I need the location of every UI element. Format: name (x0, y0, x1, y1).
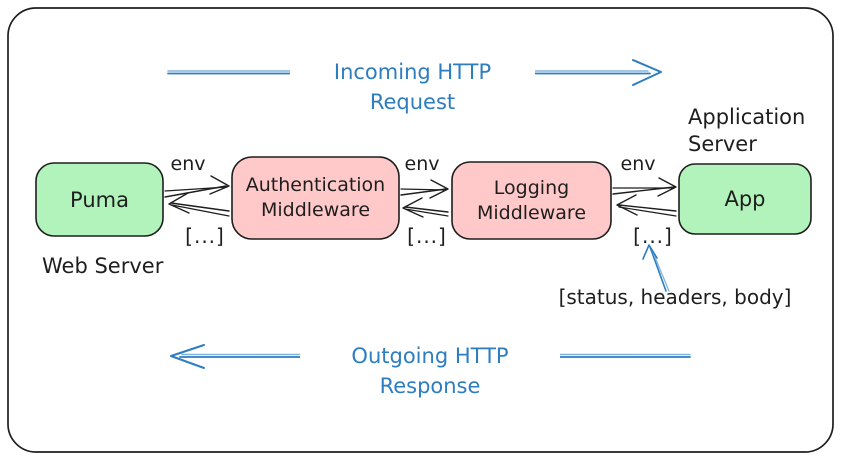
edge-logging-app (612, 177, 677, 217)
web-server-caption: Web Server (42, 254, 164, 278)
outgoing-response-label: Outgoing HTTP Response (300, 341, 560, 398)
edge-1-env-label: env (170, 153, 206, 175)
annotation-arrow (642, 244, 670, 292)
arrowhead-return-3-icon (616, 194, 638, 216)
node-app-label: App (724, 187, 766, 211)
incoming-request-label: Incoming HTTP Request (290, 57, 535, 114)
arrowhead-env-1-icon (209, 175, 230, 195)
node-app (678, 163, 812, 235)
outer-border (7, 7, 834, 453)
edge-3-return-label: [...] (633, 224, 673, 248)
node-logging-middleware (451, 161, 612, 240)
node-puma (35, 162, 164, 237)
arrowhead-return-2-icon (402, 197, 424, 218)
edge-3-env-label: env (620, 153, 656, 175)
application-server-caption: Application Server (688, 105, 806, 156)
edge-1-return-label: [...] (185, 224, 225, 248)
arrowhead-up-icon (642, 244, 658, 260)
arrowhead-left-icon (170, 344, 205, 369)
edge-2-return-label: [...] (407, 224, 447, 248)
node-puma-label: Puma (70, 187, 129, 212)
status-headers-body-annotation: [status, headers, body] (558, 285, 792, 309)
arrowhead-return-1-icon (168, 192, 190, 214)
arrowhead-env-2-icon (429, 179, 449, 199)
edge-2-env-label: env (404, 153, 440, 175)
edge-auth-logging (400, 179, 449, 218)
node-auth-middleware (231, 156, 400, 240)
node-logging-middleware-label: Logging Middleware (476, 176, 587, 224)
arrowhead-right-icon (632, 59, 662, 86)
node-auth-middleware-label: Authentication Middleware (245, 174, 386, 221)
edge-puma-auth (164, 175, 230, 217)
arrowhead-env-3-icon (657, 177, 677, 197)
